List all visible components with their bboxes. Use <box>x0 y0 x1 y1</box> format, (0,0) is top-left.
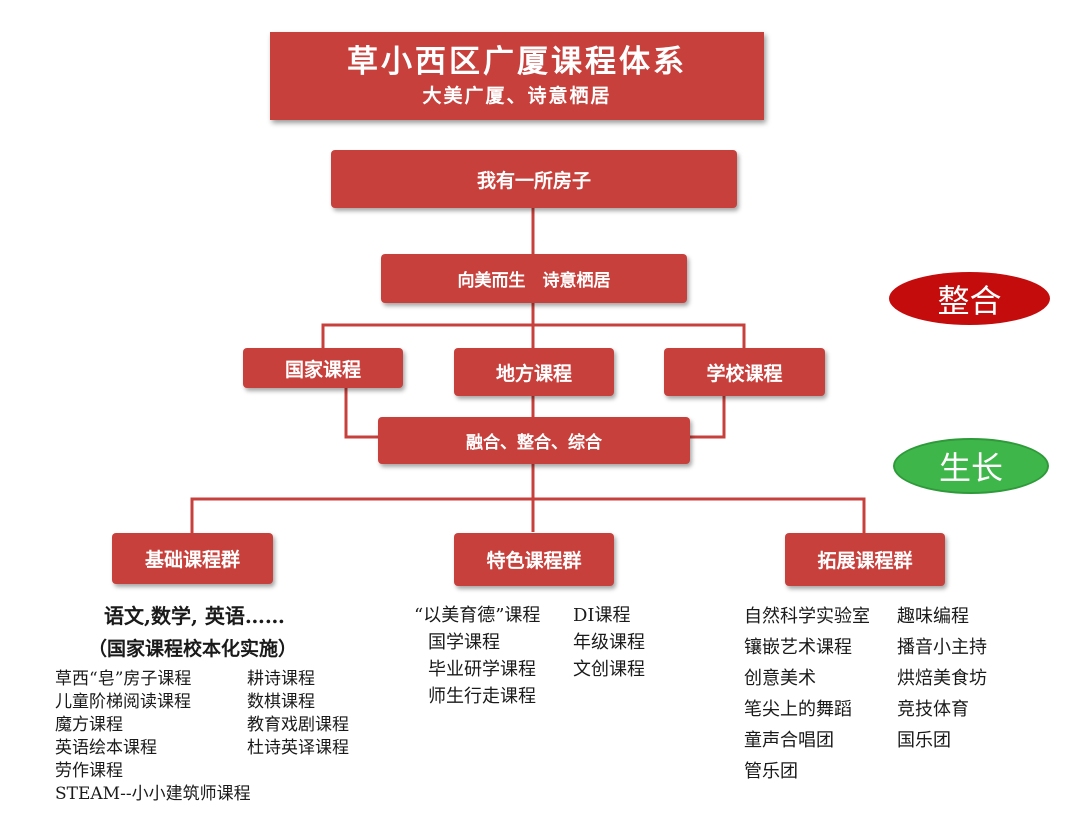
list-item: 播音小主持 <box>897 637 987 658</box>
list-item: 儿童阶梯阅读课程 <box>55 692 191 712</box>
node-basic-group: 基础课程群 <box>112 533 273 584</box>
node-local: 地方课程 <box>454 348 614 396</box>
list-item: 国学课程 <box>428 632 500 653</box>
list-item: 童声合唱团 <box>744 730 834 751</box>
list-item: “以美育德”课程 <box>414 605 541 626</box>
list-item: 国乐团 <box>897 730 951 751</box>
node-level2: 向美而生 诗意栖居 <box>381 254 687 303</box>
list-item: DI课程 <box>573 605 631 626</box>
list-item: 管乐团 <box>744 761 798 782</box>
list-item: 笔尖上的舞蹈 <box>744 699 852 720</box>
list-item: 数棋课程 <box>247 692 315 712</box>
extend-list-col2: 趣味编程 播音小主持 烘焙美食坊 竞技体育 国乐团 <box>897 601 987 756</box>
title-sub: 大美广厦、诗意栖居 <box>422 85 612 107</box>
list-item: 趣味编程 <box>897 606 969 627</box>
basic-list-col1: 草西“皂”房子课程 儿童阶梯阅读课程 魔方课程 英语绘本课程 劳作课程 STEA… <box>55 668 251 806</box>
basic-headline: 语文,数学, 英语…… <box>104 604 285 628</box>
list-item: 劳作课程 <box>55 761 123 781</box>
extend-list-col1: 自然科学实验室 镶嵌艺术课程 创意美术 笔尖上的舞蹈 童声合唱团 管乐团 <box>744 601 870 787</box>
list-item: 耕诗课程 <box>247 669 315 689</box>
feature-list-col1: “以美育德”课程 国学课程 毕业研学课程 师生行走课程 <box>414 602 540 710</box>
list-item: 教育戏剧课程 <box>247 715 349 735</box>
list-item: 杜诗英译课程 <box>247 738 349 758</box>
node-national: 国家课程 <box>243 348 403 388</box>
badge-grow: 生长 <box>893 438 1049 494</box>
list-item: 镶嵌艺术课程 <box>744 637 852 658</box>
node-school: 学校课程 <box>664 348 825 396</box>
node-extend-group: 拓展课程群 <box>785 533 945 586</box>
list-item: 年级课程 <box>573 632 645 653</box>
list-item: 草西“皂”房子课程 <box>55 669 192 689</box>
basic-note: （国家课程校本化实施） <box>88 638 298 660</box>
list-item: 师生行走课程 <box>428 686 536 707</box>
list-item: 自然科学实验室 <box>744 606 870 627</box>
list-item: 竞技体育 <box>897 699 969 720</box>
node-feature-group: 特色课程群 <box>454 533 614 586</box>
node-root: 我有一所房子 <box>331 150 737 208</box>
list-item: STEAM--小小建筑师课程 <box>55 784 251 804</box>
list-item: 创意美术 <box>744 668 816 689</box>
diagram-title: 草小西区广厦课程体系 大美广厦、诗意栖居 <box>270 32 764 120</box>
list-item: 魔方课程 <box>55 715 123 735</box>
badge-integrate: 整合 <box>889 272 1050 325</box>
feature-list-col2: DI课程 年级课程 文创课程 <box>573 602 645 683</box>
basic-list-col2: 耕诗课程 数棋课程 教育戏剧课程 杜诗英译课程 <box>247 668 349 760</box>
list-item: 英语绘本课程 <box>55 738 157 758</box>
title-main: 草小西区广厦课程体系 <box>347 44 687 80</box>
list-item: 毕业研学课程 <box>428 659 536 680</box>
list-item: 烘焙美食坊 <box>897 668 987 689</box>
node-merge: 融合、整合、综合 <box>378 417 690 464</box>
list-item: 文创课程 <box>573 659 645 680</box>
